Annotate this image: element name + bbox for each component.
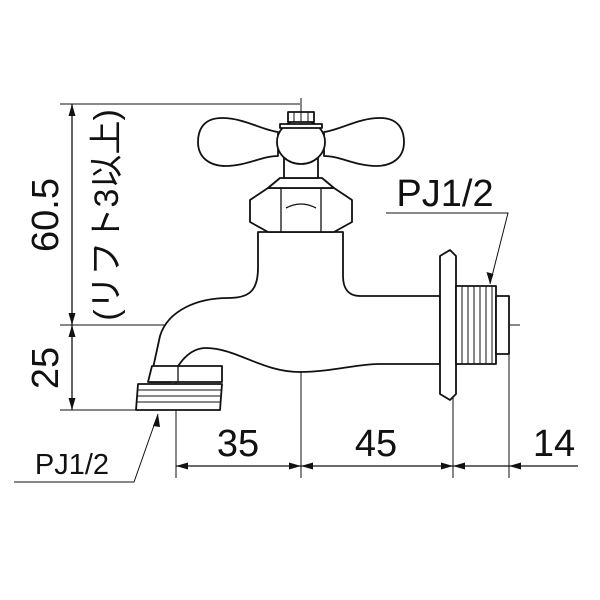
height-upper-label: 60.5 <box>25 178 67 252</box>
outlet-thread <box>135 383 223 411</box>
wall-flange <box>439 249 457 401</box>
height-lower-label: 25 <box>25 347 67 389</box>
horizontal-dimension-lines <box>176 462 578 470</box>
cross-handle <box>197 111 405 167</box>
vertical-dimension-lines <box>68 104 76 410</box>
dimension-14-label: 14 <box>533 423 575 465</box>
leader-lines <box>14 212 509 483</box>
outlet-thread-label: PJ1/2 <box>35 449 109 481</box>
lift-note-label: (リフト3以上) <box>88 109 126 321</box>
hex-nut <box>249 177 353 233</box>
inlet-thread-label: PJ1/2 <box>396 173 493 215</box>
dimension-45-label: 45 <box>355 423 397 465</box>
faucet-body <box>147 231 441 383</box>
dimension-35-label: 35 <box>217 423 259 465</box>
inlet-thread <box>455 285 510 365</box>
